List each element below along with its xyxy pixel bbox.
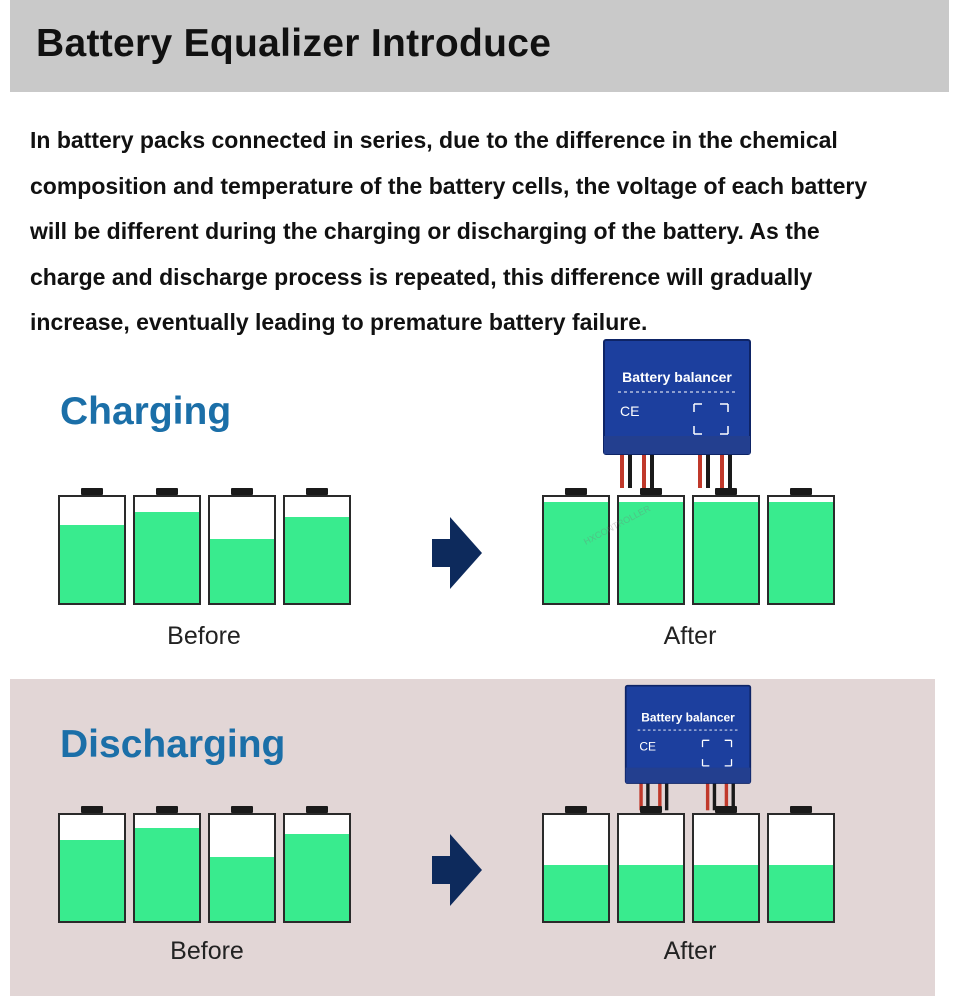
battery-terminal xyxy=(306,806,328,813)
battery-cell xyxy=(58,806,126,923)
battery-terminal xyxy=(640,488,662,495)
section-title-charging: Charging xyxy=(60,390,232,433)
battery-cell xyxy=(692,806,760,923)
intro-line: charge and discharge process is repeated… xyxy=(30,263,813,290)
battery-group-after xyxy=(542,806,842,923)
battery-charge-level xyxy=(210,857,274,921)
battery-terminal xyxy=(715,806,737,813)
battery-terminal xyxy=(565,488,587,495)
battery-balancer-module-icon: Battery balancer CE xyxy=(624,684,752,811)
battery-terminal xyxy=(306,488,328,495)
intro-line: increase, eventually leading to prematur… xyxy=(30,309,648,335)
battery-cell xyxy=(692,488,760,605)
battery-charge-level xyxy=(60,840,124,921)
battery-charge-level xyxy=(769,864,833,921)
device-label: Battery balancer xyxy=(641,711,735,725)
caption-after: After xyxy=(663,937,717,965)
battery-terminal xyxy=(231,488,253,495)
intro-paragraph: In battery packs connected in series, du… xyxy=(30,118,960,346)
battery-cell xyxy=(283,488,351,605)
battery-cell xyxy=(767,806,835,923)
battery-charge-level xyxy=(694,864,758,921)
device-cert-label: CE xyxy=(620,403,639,419)
battery-cell xyxy=(542,806,610,923)
caption-before: Before xyxy=(170,937,244,965)
device-cert-label: CE xyxy=(639,740,656,754)
battery-cell xyxy=(542,488,610,605)
page-title: Battery Equalizer Introduce xyxy=(36,22,552,65)
battery-charge-level xyxy=(694,502,758,603)
battery-terminal xyxy=(81,806,103,813)
battery-cell xyxy=(617,488,685,605)
battery-charge-level xyxy=(619,864,683,921)
battery-group-before xyxy=(58,488,358,605)
battery-cell xyxy=(208,806,276,923)
battery-charge-level xyxy=(60,524,124,603)
battery-terminal xyxy=(790,488,812,495)
device-label: Battery balancer xyxy=(622,369,732,385)
battery-charge-level xyxy=(285,834,349,921)
caption-before: Before xyxy=(167,622,241,650)
battery-terminal xyxy=(640,806,662,813)
right-arrow-icon xyxy=(432,517,482,589)
caption-after: After xyxy=(663,622,717,650)
battery-terminal xyxy=(156,806,178,813)
battery-terminal xyxy=(231,806,253,813)
battery-cell xyxy=(767,488,835,605)
battery-cell xyxy=(617,806,685,923)
battery-cell xyxy=(133,806,201,923)
battery-charge-level xyxy=(135,511,199,603)
battery-terminal xyxy=(565,806,587,813)
battery-cell xyxy=(58,488,126,605)
battery-terminal xyxy=(156,488,178,495)
intro-line: In battery packs connected in series, du… xyxy=(30,127,838,153)
battery-balancer-module-icon: Battery balancer CE xyxy=(603,339,751,488)
header-bar: Battery Equalizer Introduce xyxy=(10,0,949,92)
battery-terminal xyxy=(790,806,812,813)
battery-cell xyxy=(133,488,201,605)
battery-terminal xyxy=(715,488,737,495)
battery-cell xyxy=(208,488,276,605)
intro-line: composition and temperature of the batte… xyxy=(30,172,868,199)
intro-line: will be different during the charging or… xyxy=(30,218,820,244)
section-title-discharging: Discharging xyxy=(60,723,286,766)
battery-group-before xyxy=(58,806,358,923)
battery-charge-level xyxy=(135,827,199,921)
battery-charge-level xyxy=(769,502,833,603)
right-arrow-icon xyxy=(432,834,482,906)
battery-charge-level xyxy=(544,864,608,921)
battery-group-after xyxy=(542,488,842,605)
battery-charge-level xyxy=(285,517,349,603)
battery-charge-level xyxy=(619,502,683,603)
battery-charge-level xyxy=(210,539,274,603)
battery-charge-level xyxy=(544,502,608,603)
battery-terminal xyxy=(81,488,103,495)
battery-cell xyxy=(283,806,351,923)
